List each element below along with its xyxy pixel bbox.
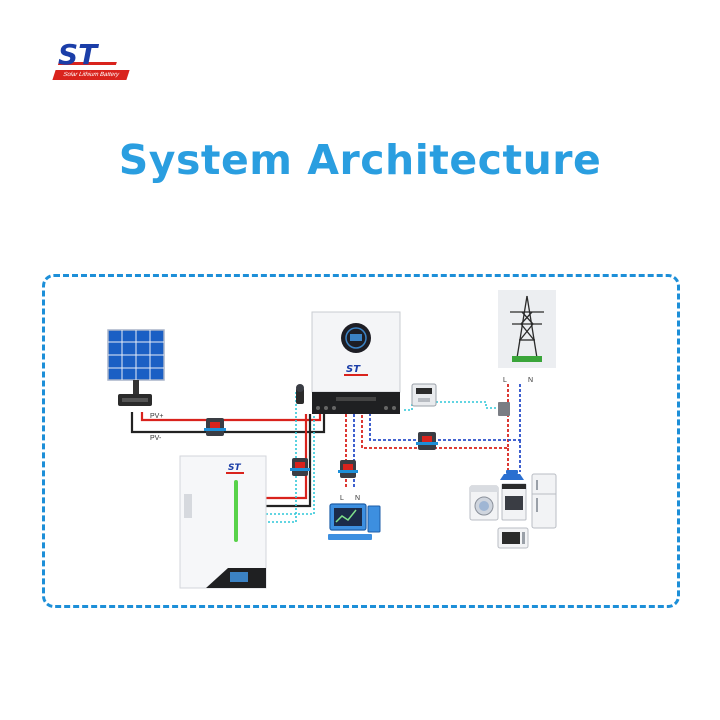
inverter-brand: ST [346,364,361,375]
battery-icon: ST [179,455,267,589]
pv-positive-wire [140,412,322,422]
pv-negative-wire [130,412,326,434]
diagram-frame [42,274,680,608]
meter-comm-wire [404,401,498,411]
battery-led-strip [234,480,238,542]
microwave-icon [497,527,529,549]
grid-neutral-label: N [528,377,533,384]
logo-mark-icon: ST [57,40,117,71]
solar-panel-icon [107,329,165,406]
washing-machine-icon [469,485,499,521]
grid-breaker-icon [416,432,438,450]
pv-positive-label: PV+ [150,413,163,420]
load-line-label: L [340,495,344,502]
page-title: System Architecture [118,136,602,184]
grid-line-label: L [503,377,507,384]
iron-icon [500,470,524,480]
grid-tower-icon [498,290,556,368]
meter-icon [411,383,437,407]
wifi-dongle-icon [296,384,304,404]
inverter-icon: ST [311,311,401,414]
brand-logo: ST Solar Lithium Battery [44,40,130,82]
battery-brand: ST [228,463,241,473]
load-breaker-icon [338,460,358,478]
load-neutral-label: N [355,495,360,502]
stove-icon [501,483,527,521]
pv-negative-label: PV- [150,435,162,442]
battery-positive-wire [266,414,308,500]
logo-text: ST [58,40,99,71]
computer-icon [328,503,381,540]
refrigerator-icon [531,473,557,529]
inverter-comm-wire [266,391,300,523]
ct-clamp-icon [498,402,510,416]
battery-comm-wire [266,414,315,515]
battery-breaker-icon [290,458,310,476]
pv-breaker-icon [204,418,226,436]
battery-negative-wire [266,414,312,508]
grid-neutral-wire [369,384,521,441]
